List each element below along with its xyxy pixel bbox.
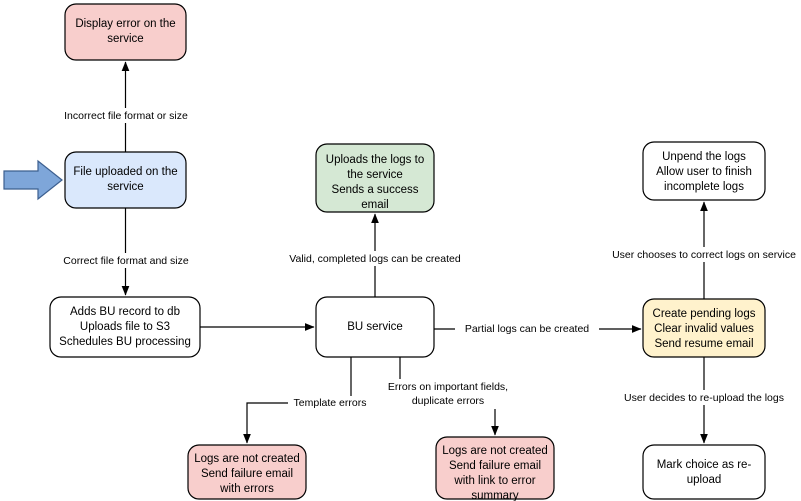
node-create-pending-logs-line2: Clear invalid values: [654, 323, 754, 335]
node-uploads-logs-line1: Uploads the logs to: [326, 154, 424, 166]
node-create-pending-logs-line3: Send resume email: [654, 338, 753, 350]
node-unpend-logs-line1: Unpend the logs: [662, 151, 746, 163]
node-logs-not-created-summary-line3: with link to error: [453, 475, 535, 487]
node-adds-bu-record-line1: Adds BU record to db: [70, 306, 180, 318]
edge-label-user-corrects-logs: User chooses to correct logs on service: [612, 249, 796, 261]
node-bu-service-label: BU service: [347, 321, 403, 333]
edge-label-correct-file-format: Correct file format and size: [63, 255, 189, 267]
node-display-error[interactable]: Display error on the service: [64, 3, 187, 61]
node-logs-not-created-errors-line1: Logs are not created: [194, 453, 300, 465]
node-create-pending-logs[interactable]: Create pending logs Clear invalid values…: [642, 298, 766, 358]
node-logs-not-created-errors-line3: with errors: [219, 483, 274, 495]
edge-label-important-field-errors-line2: duplicate errors: [412, 395, 484, 407]
node-unpend-logs-line3: incomplete logs: [664, 181, 744, 193]
node-bu-service[interactable]: BU service: [315, 296, 435, 358]
edge-label-incorrect-file-format: Incorrect file format or size: [64, 110, 188, 122]
edge-label-valid-completed-logs: Valid, completed logs can be created: [289, 253, 461, 265]
edge-important-field-errors: Errors on important fields, duplicate er…: [386, 357, 514, 436]
node-uploads-logs-line3: Sends a success: [332, 184, 419, 196]
node-logs-not-created-summary[interactable]: Logs are not created Send failure email …: [435, 436, 555, 501]
node-file-uploaded-line2: service: [107, 181, 143, 193]
node-adds-bu-record-line2: Uploads file to S3: [80, 321, 170, 333]
edge-incorrect-file-format: Incorrect file format or size: [53, 61, 199, 152]
edge-valid-completed-logs: Valid, completed logs can be created: [279, 213, 471, 297]
edge-label-user-reuploads-logs: User decides to re-upload the logs: [624, 392, 784, 404]
node-create-pending-logs-line1: Create pending logs: [653, 308, 756, 320]
node-display-error-line1: Display error on the: [75, 18, 175, 30]
node-display-error-line2: service: [107, 33, 143, 45]
node-mark-choice-reupload-line2: upload: [687, 474, 722, 486]
node-adds-bu-record[interactable]: Adds BU record to db Uploads file to S3 …: [49, 296, 201, 358]
node-file-uploaded-line1: File uploaded on the: [73, 166, 177, 178]
edge-template-errors: Template errors: [243, 357, 372, 444]
node-logs-not-created-errors-line2: Send failure email: [201, 468, 293, 480]
node-logs-not-created-summary-line1: Logs are not created: [442, 445, 548, 457]
input-arrow-icon: [3, 159, 63, 201]
node-unpend-logs-line2: Allow user to finish: [656, 166, 752, 178]
node-logs-not-created-errors[interactable]: Logs are not created Send failure email …: [187, 444, 307, 500]
node-logs-not-created-summary-line2: Send failure email: [449, 460, 541, 472]
node-uploads-logs[interactable]: Uploads the logs to the service Sends a …: [315, 143, 435, 213]
node-uploads-logs-line4: email: [361, 199, 388, 211]
node-adds-bu-record-line3: Schedules BU processing: [59, 336, 191, 348]
edge-label-important-field-errors-line1: Errors on important fields,: [388, 381, 508, 393]
node-unpend-logs[interactable]: Unpend the logs Allow user to finish inc…: [642, 141, 766, 201]
node-file-uploaded[interactable]: File uploaded on the service: [64, 151, 187, 209]
edge-correct-file-format: Correct file format and size: [54, 208, 198, 296]
node-mark-choice-reupload-line1: Mark choice as re-: [657, 459, 752, 471]
node-uploads-logs-line2: the service: [347, 169, 403, 181]
edge-partial-logs: Partial logs can be created: [434, 322, 642, 337]
edge-user-corrects-logs: User chooses to correct logs on service: [604, 201, 801, 299]
edge-user-reuploads-logs: User decides to re-upload the logs: [617, 357, 791, 444]
node-mark-choice-reupload[interactable]: Mark choice as re- upload: [642, 444, 766, 500]
edge-label-partial-logs: Partial logs can be created: [465, 323, 589, 335]
edge-label-template-errors: Template errors: [294, 397, 367, 409]
node-logs-not-created-summary-line4: summary: [471, 490, 519, 501]
